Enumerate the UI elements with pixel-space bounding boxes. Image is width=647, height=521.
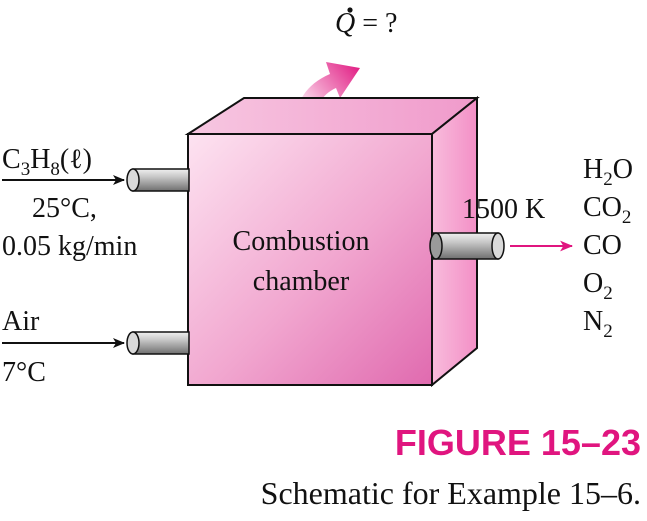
combustion-chamber [184,95,480,388]
fuel-formula: C3H8(ℓ) [2,144,92,180]
product-item: CO2 [583,192,631,228]
fuel-flow-rate: 0.05 kg/min [2,231,137,262]
chamber-label-line1: Combustion [233,226,370,257]
figure-caption: Schematic for Example 15–6. [261,475,641,511]
fuel-temperature: 25°C, [32,193,97,224]
product-item: H2O [583,154,633,190]
heat-unknown: = ? [355,8,397,39]
fuel-inlet-pipe [126,168,190,192]
air-temperature: 7°C [2,357,46,388]
figure-title: FIGURE 15–23 [395,422,641,463]
q-dot [347,7,353,13]
heat-label: Q = ? [335,7,397,39]
chamber-front-face [187,133,433,386]
chamber-top-face [184,97,480,135]
air-inlet-pipe [126,331,190,355]
chamber-label-line2: chamber [253,266,350,297]
exit-temperature: 1500 K [462,194,545,225]
product-item: O2 [583,268,613,304]
heat-symbol: Q [335,8,355,39]
product-item: CO [583,230,622,261]
exhaust-pipe [429,232,505,260]
svg-text:Q = ?: Q = ? [335,8,397,39]
air-label: Air [2,306,40,337]
product-item: N2 [583,306,613,342]
